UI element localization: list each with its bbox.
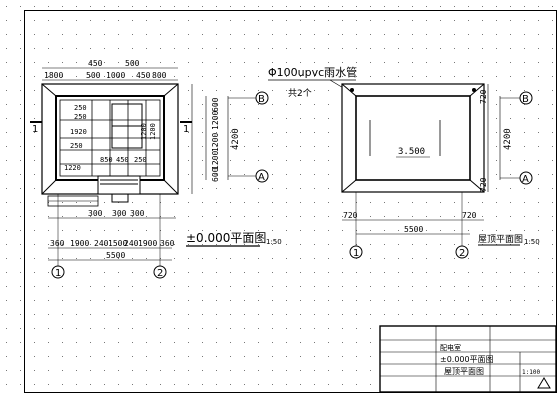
inner-dim-h: 450 xyxy=(116,156,129,164)
axis-a-right: A xyxy=(522,174,529,185)
right-dim-1: 600 xyxy=(211,97,220,112)
inner-dim-c: 1920 xyxy=(70,128,87,136)
axis-2-left: 2 xyxy=(157,268,163,279)
roof-bottom-total: 5500 xyxy=(404,225,423,234)
top-dim-r1-2: 500 xyxy=(125,59,140,68)
bottom-dim-r2-7: 360 xyxy=(160,239,175,248)
inner-dim-b: 250 xyxy=(74,113,87,121)
right-dim-2: 1200 xyxy=(211,111,220,130)
inner-dim-j: 1200 xyxy=(140,123,148,140)
roof-plan-scale: 1:50 xyxy=(524,238,540,246)
left-plan-scale: 1:50 xyxy=(266,238,282,246)
bottom-dim-r2-5: 240 xyxy=(124,239,139,248)
bottom-total: 5500 xyxy=(106,251,125,260)
roof-plan: Φ100upvc雨水管 共2个 3.500 720 720 4200 B A 7… xyxy=(268,65,540,259)
bottom-dim-r2-2: 1900 xyxy=(70,239,89,248)
inner-dim-e: 250 xyxy=(70,142,83,150)
roof-parapet xyxy=(355,95,471,181)
inner-dim-f: 1220 xyxy=(64,164,81,172)
right-total: 4200 xyxy=(231,128,241,150)
bottom-dim-r2-6: 1900 xyxy=(138,239,157,248)
right-dim-3: 1200 xyxy=(211,133,220,152)
title-block-drawing-name-2: 屋顶平面图 xyxy=(444,367,484,376)
bottom-dim-r1-3: 300 xyxy=(130,209,145,218)
section-mark-left: 1 xyxy=(32,124,38,135)
pipe-count: 共2个 xyxy=(288,88,312,99)
right-dim-4: 1200 xyxy=(211,151,220,170)
roof-right-dim-1: 720 xyxy=(479,89,488,104)
roof-bottom-dim-2: 720 xyxy=(462,211,477,220)
roof-right-total: 4200 xyxy=(503,128,513,150)
drawing-frame xyxy=(24,10,557,393)
inner-dim-g: 850 xyxy=(100,156,113,164)
axis-1-right: 1 xyxy=(353,248,359,259)
title-block-project: 配电室 xyxy=(440,343,461,352)
title-block-scale: 1:100 xyxy=(522,369,540,376)
top-dim-r2-5: 800 xyxy=(152,71,167,80)
roof-bottom-dim-1: 720 xyxy=(343,211,358,220)
inner-dim-k: 1200 xyxy=(149,123,157,140)
left-floor-plan: 1 1 450 500 1800 500 1000 450 800 250 25… xyxy=(30,59,282,279)
top-dim-r2-4: 450 xyxy=(136,71,151,80)
title-block-drawing-name-1: ±0.000平面图 xyxy=(440,355,494,364)
revision-triangle-icon xyxy=(537,377,551,389)
bottom-dim-r2-4: 1500 xyxy=(108,239,127,248)
top-dim-r2-3: 1000 xyxy=(106,71,125,80)
inner-dim-a: 250 xyxy=(74,104,87,112)
axis-b-right: B xyxy=(522,94,529,105)
axis-b-left: B xyxy=(258,94,265,105)
roof-eave-outline xyxy=(341,83,485,193)
axis-1-left: 1 xyxy=(55,268,61,279)
roof-level: 3.500 xyxy=(398,147,425,157)
bottom-dim-r2-1: 360 xyxy=(50,239,65,248)
bottom-dim-r2-3: 240 xyxy=(94,239,109,248)
left-plan-title: ±0.000平面图 xyxy=(186,231,266,245)
bottom-dim-r1-2: 300 xyxy=(112,209,127,218)
inner-dim-i: 250 xyxy=(134,156,147,164)
roof-plan-title: 屋顶平面图 xyxy=(478,234,523,245)
right-dim-5: 600 xyxy=(211,167,220,182)
pipe-note: Φ100upvc雨水管 xyxy=(268,65,357,79)
axis-a-left: A xyxy=(258,172,265,183)
bottom-dim-r1-1: 300 xyxy=(88,209,103,218)
top-dim-r1-1: 450 xyxy=(88,59,103,68)
axis-2-right: 2 xyxy=(459,248,465,259)
top-dim-r2-1: 1800 xyxy=(44,71,63,80)
roof-right-dim-2: 720 xyxy=(479,177,488,192)
section-mark-right: 1 xyxy=(183,124,189,135)
title-block: ±0.000平面图 屋顶平面图 配电室 1:100 xyxy=(379,325,557,393)
top-dim-r2-2: 500 xyxy=(86,71,101,80)
